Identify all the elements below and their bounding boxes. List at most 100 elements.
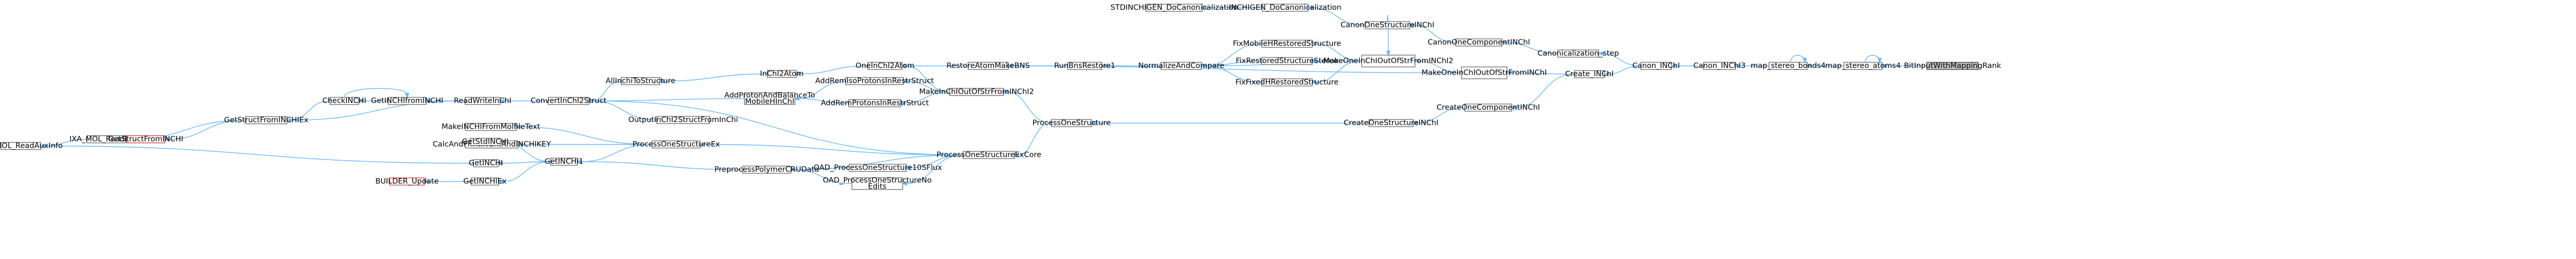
call-edge bbox=[659, 73, 768, 83]
node-label: OAD_ProcessOneStructure10SFlux bbox=[814, 164, 942, 172]
call-edge bbox=[1311, 41, 1362, 62]
node-label: STDINCHIGEN_DoCanonicalization bbox=[1110, 4, 1238, 12]
node-addremisoprotons[interactable]: AddRemIsoProtonsInRestrStruct bbox=[815, 77, 934, 85]
node-outputinchi2struct[interactable]: OutputInChI2StructFromInChi bbox=[628, 116, 738, 124]
node-label: FixRestoredStructureStereo bbox=[1236, 57, 1338, 65]
node-getinchi[interactable]: GetINCHI bbox=[469, 159, 503, 167]
node-canon-inchi3[interactable]: Canon_INChI3 bbox=[1693, 62, 1745, 70]
call-edge bbox=[164, 119, 246, 142]
call-edge bbox=[903, 79, 950, 93]
call-edge bbox=[577, 159, 743, 170]
node-preprocesspolymer[interactable]: PreprocessPolymerCRUData bbox=[715, 166, 819, 174]
node-checkinchi[interactable]: CheckINCHI bbox=[323, 97, 366, 105]
call-edge bbox=[902, 154, 963, 186]
node-makeoneinchioutofstrfrominchi[interactable]: MakeOneInChIOutOfStrFromINChI bbox=[1421, 66, 1547, 79]
node-label: GetStdINCHI bbox=[462, 138, 509, 146]
call-edge bbox=[497, 161, 551, 166]
node-inchi2atom[interactable]: InChI2Atom bbox=[760, 70, 804, 78]
node-label: ReadWriteInChI bbox=[454, 97, 512, 105]
call-edge bbox=[498, 161, 551, 184]
call-edge bbox=[1386, 14, 1391, 56]
call-edge bbox=[1790, 55, 1807, 63]
node-label: ConvertInChI2Struct bbox=[531, 97, 607, 105]
node-label: AddProtonAndBalanceTo bbox=[724, 92, 815, 100]
node-getinchi1[interactable]: GetINCHI1 bbox=[545, 158, 584, 166]
node-getstdinchi[interactable]: GetStdINCHI bbox=[462, 138, 509, 146]
call-edge bbox=[901, 63, 950, 93]
call-edge bbox=[795, 65, 868, 76]
node-createonecomponentinchi[interactable]: CreateOneComponentINChI bbox=[1436, 103, 1540, 112]
node-bitinputwithmapping[interactable]: BitInputWithMappingRank bbox=[1904, 62, 2001, 70]
node-getstructfrominchi[interactable]: GetStructFromINCHI bbox=[108, 135, 183, 144]
node-makeinchifrommolfile[interactable]: MakeINCHIFromMolfileText bbox=[442, 123, 540, 131]
node-label: Create_INChI bbox=[1565, 70, 1614, 78]
node-label: MakeOneInChIOutOfStrFromINChI bbox=[1421, 69, 1547, 77]
node-runbnsrestore1[interactable]: RunBnsRestore1 bbox=[1054, 62, 1115, 70]
call-edge bbox=[1865, 55, 1882, 63]
call-edge bbox=[1409, 23, 1456, 43]
node-map-stereo-bonds4[interactable]: map_stereo_bonds4 bbox=[1751, 62, 1826, 70]
node-label: GetINCHI bbox=[469, 159, 503, 167]
node-label: Canon_INChI bbox=[1632, 62, 1680, 70]
node-processonestructureex[interactable]: ProcessOneStructureEx bbox=[633, 141, 720, 149]
node-canononestructureinchi[interactable]: CanonOneStructureINChI bbox=[1341, 21, 1434, 29]
call-edge bbox=[1670, 63, 1704, 68]
node-getinchifrominchi[interactable]: GetINCHIfromINCHI bbox=[371, 97, 443, 105]
node-stdinchigen-docanon[interactable]: STDINCHIGEN_DoCanonicalization bbox=[1110, 4, 1238, 12]
node-label: MakeInChIOutOfStrFromINChI2 bbox=[919, 88, 1034, 96]
node-builder-update[interactable]: BUILDER_Update bbox=[375, 178, 438, 186]
node-normalizeandcompare[interactable]: NormalizeAndCompare bbox=[1138, 62, 1224, 70]
call-edge bbox=[1806, 63, 1844, 68]
node-label: InChI2Atom bbox=[760, 70, 804, 78]
node-oad-processonestructure10[interactable]: OAD_ProcessOneStructure10SFlux bbox=[814, 164, 942, 172]
node-getinchiex[interactable]: GetINCHIEx bbox=[463, 178, 506, 186]
call-edge bbox=[1003, 90, 1052, 124]
node-processonestructureexcore[interactable]: ProcessOneStructureExCore bbox=[937, 151, 1041, 159]
node-label: ProcessOneStructure bbox=[1032, 119, 1111, 127]
node-readwriteinchi[interactable]: ReadWriteInChI bbox=[454, 97, 512, 105]
node-create-inchi[interactable]: Create_INChI bbox=[1565, 70, 1614, 78]
call-edge bbox=[1506, 71, 1575, 75]
node-fixfixedhrestored[interactable]: FixFixedHRestoredStructure bbox=[1235, 78, 1338, 87]
call-edge bbox=[1501, 40, 1558, 54]
call-edge bbox=[1603, 65, 1641, 77]
call-edge bbox=[1414, 59, 1462, 74]
node-label: CheckINCHI bbox=[323, 97, 366, 105]
node-restoreatommakebns[interactable]: RestoreAtomMakeBNS bbox=[946, 62, 1030, 70]
call-edge bbox=[344, 88, 410, 98]
node-ixa-readinchi[interactable]: IXA_MOL_ReadInChI bbox=[70, 135, 144, 144]
node-label: IXA_MOL_ReadAuxInfo bbox=[0, 142, 63, 150]
node-makeinchioutofstrfrominchi2[interactable]: MakeInChIOutOfStrFromINChI2 bbox=[919, 88, 1034, 96]
node-oneinchi2atom[interactable]: OneInChI2Atom bbox=[856, 62, 914, 70]
node-label: OutputInChI2StructFromInChi bbox=[628, 116, 738, 124]
call-edge bbox=[1091, 120, 1369, 126]
node-label: IXA_MOL_ReadInChI bbox=[70, 135, 144, 144]
node-fixmobilehrestored[interactable]: FixMobileHRestoredStructure bbox=[1233, 40, 1341, 48]
node-convertinchi2struct[interactable]: ConvertInChI2Struct bbox=[531, 97, 607, 105]
call-edge bbox=[286, 100, 466, 123]
node-label: CreateOneStructureINChI bbox=[1344, 119, 1438, 127]
node-makeoneinchioutofstrfrominchi2[interactable]: MakeOneInChIOutOfStrFromINChI2 bbox=[1324, 55, 1453, 67]
node-fixrestoredstereo[interactable]: FixRestoredStructureStereo bbox=[1236, 57, 1338, 65]
node-inchigen-docanon[interactable]: INCHIGEN_DoCanonicalization bbox=[1229, 4, 1341, 12]
node-canonicalization-step[interactable]: Canonicalization_step bbox=[1537, 49, 1619, 58]
node-allinchitostructure[interactable]: AllInchiToStructure bbox=[606, 77, 675, 85]
call-edge bbox=[1014, 123, 1052, 158]
node-processonestructure[interactable]: ProcessOneStructure bbox=[1032, 119, 1111, 127]
node-label: AddRemProtonsInRestrStruct bbox=[821, 99, 929, 108]
node-canononecomponentinchi[interactable]: CanonOneComponentINChI bbox=[1428, 39, 1530, 47]
node-map-stereo-atoms4[interactable]: map_stereo_atoms4 bbox=[1825, 62, 1901, 70]
node-label: INCHIGEN_DoCanonicalization bbox=[1229, 4, 1341, 12]
call-edge bbox=[1598, 51, 1641, 66]
node-ixa-readauxinfo[interactable]: IXA_MOL_ReadAuxInfo bbox=[0, 142, 63, 150]
node-addremprotonsinrestrstruct[interactable]: AddRemProtonsInRestrStruct bbox=[821, 99, 929, 108]
node-getstructfrominchiex[interactable]: GetStructFromINCHIEx bbox=[224, 116, 309, 125]
node-label: Canonicalization_step bbox=[1537, 49, 1619, 58]
node-label: RunBnsRestore1 bbox=[1054, 62, 1115, 70]
node-createonestructureinchi[interactable]: CreateOneStructureINChI bbox=[1344, 119, 1438, 127]
node-canon-inchi[interactable]: Canon_INChI bbox=[1632, 62, 1680, 70]
call-edge bbox=[699, 142, 963, 156]
